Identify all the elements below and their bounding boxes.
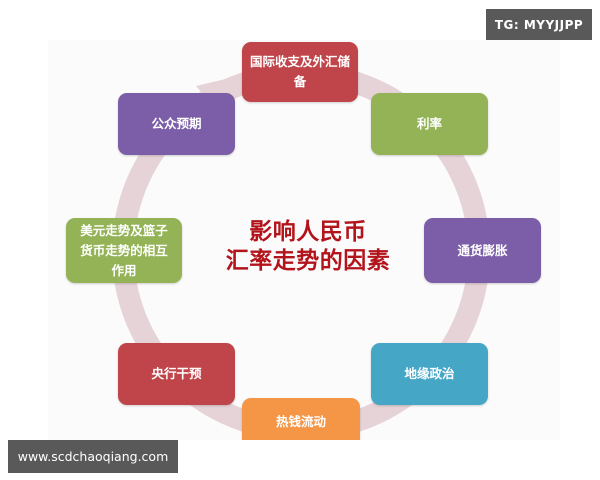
factor-label: 通货膨胀 (457, 242, 508, 258)
factor-public-expectations: 公众预期 (118, 93, 235, 155)
title-line-2: 汇率走势的因素 (225, 248, 391, 274)
factor-label: 利率 (416, 116, 442, 131)
factor-label: 热钱流动 (275, 414, 326, 429)
factor-usd-basket: 美元走势及篮子货币走势的相互作用 (66, 218, 182, 283)
watermark-top-right: TG: MYYJJPP (486, 9, 592, 40)
title-line-1: 影响人民币 (249, 219, 367, 245)
factor-geopolitics: 地缘政治 (371, 343, 488, 405)
factor-label: 央行干预 (151, 366, 202, 381)
factor-central-bank-intervention: 央行干预 (118, 343, 235, 405)
factor-label: 国际收支及外汇储备 (249, 54, 350, 89)
factor-label: 公众预期 (151, 116, 202, 131)
factor-label: 美元走势及篮子货币走势的相互作用 (80, 222, 168, 278)
factor-inflation: 通货膨胀 (424, 218, 541, 283)
factor-interest-rate: 利率 (371, 93, 488, 155)
factor-label: 地缘政治 (404, 366, 455, 381)
watermark-bottom-left: www.scdchaoqiang.com (8, 440, 178, 473)
diagram-canvas: 国际收支及外汇储备 利率 通货膨胀 地缘政治 热钱流动 央行干预 美元走势及篮子… (48, 40, 560, 440)
diagram-title: 影响人民币 汇率走势的因素 (208, 218, 408, 276)
factor-balance-of-payments: 国际收支及外汇储备 (242, 42, 358, 102)
factor-hot-money: 热钱流动 (242, 398, 360, 440)
